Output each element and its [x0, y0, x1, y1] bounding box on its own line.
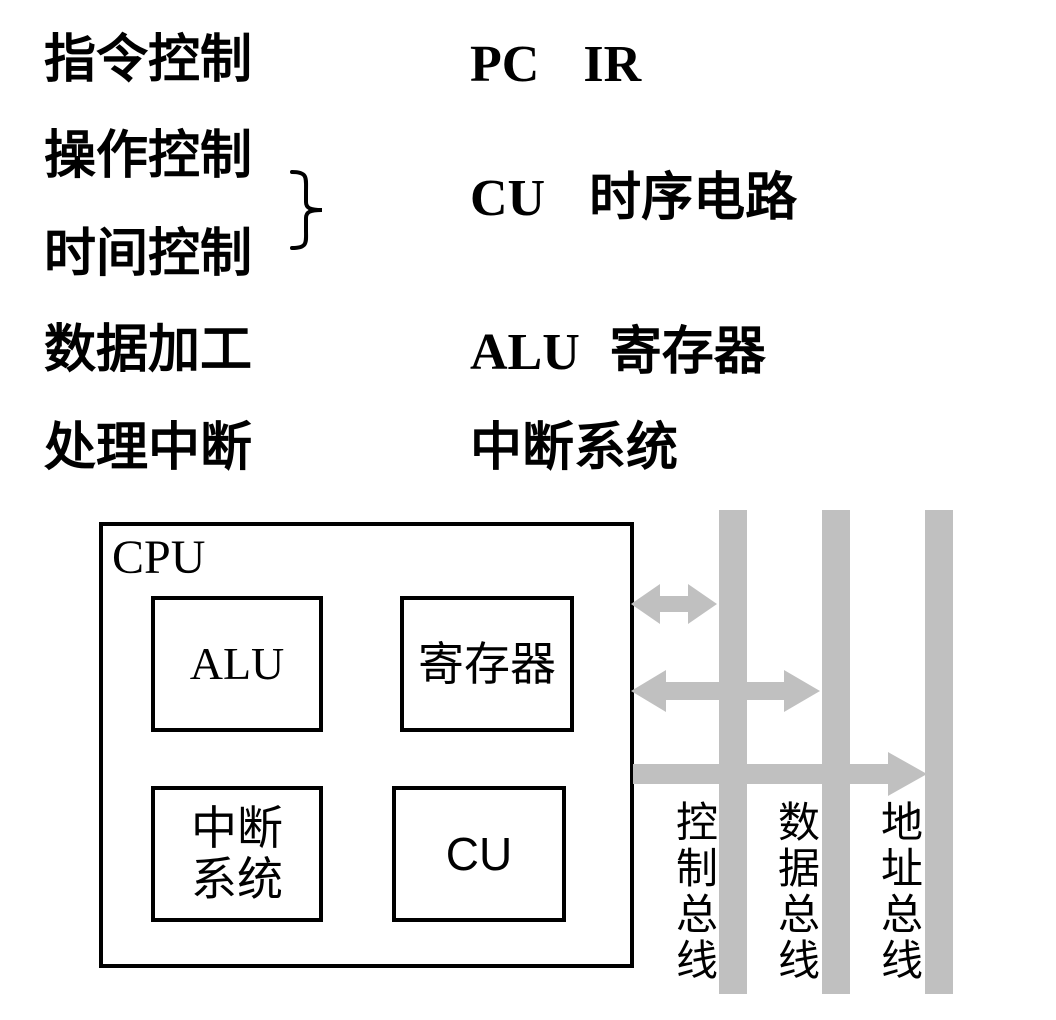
function-label-instruction-control: 指令控制	[44, 30, 253, 90]
component-interrupt-system: 中断系统	[470, 418, 679, 478]
address-bus-bar	[925, 510, 953, 994]
right-brace	[290, 170, 323, 250]
component-cu: CU	[470, 170, 546, 227]
cpu-unit-interrupt-system-label: 中断系统	[191, 801, 283, 906]
cpu-unit-interrupt-system: 中断系统	[151, 786, 323, 922]
cpu-unit-alu: ALU	[151, 596, 323, 732]
cpu-label: CPU	[112, 531, 206, 584]
function-label-data-processing: 数据加工	[44, 320, 253, 380]
component-alu: ALU	[470, 324, 580, 381]
cpu-box	[99, 522, 634, 968]
control-bus-label: 控制总线	[675, 798, 718, 985]
cpu-unit-registers-label: 寄存器	[418, 636, 556, 691]
component-pc: PC	[470, 36, 540, 93]
cpu-unit-alu-label: ALU	[189, 637, 285, 689]
components-instruction-control: PC IR	[470, 38, 641, 91]
data-bus-arrow	[631, 670, 820, 712]
component-ir: IR	[583, 36, 642, 93]
cpu-unit-cu: CU	[392, 786, 566, 922]
function-label-operation-control: 操作控制	[44, 126, 253, 186]
data-bus-label: 数据总线	[777, 798, 820, 985]
cpu-unit-registers: 寄存器	[400, 596, 574, 732]
component-timing-circuit: 时序电路	[589, 168, 798, 228]
address-bus-arrow	[633, 752, 927, 796]
control-bus-arrow	[631, 584, 717, 624]
cpu-unit-cu-label: CU	[445, 827, 513, 880]
address-bus-label: 地址总线	[880, 798, 923, 985]
function-label-time-control: 时间控制	[44, 224, 253, 284]
data-bus-bar	[822, 510, 850, 994]
component-registers: 寄存器	[609, 322, 766, 382]
control-bus-bar	[719, 510, 747, 994]
function-label-interrupt-handling: 处理中断	[44, 418, 253, 478]
